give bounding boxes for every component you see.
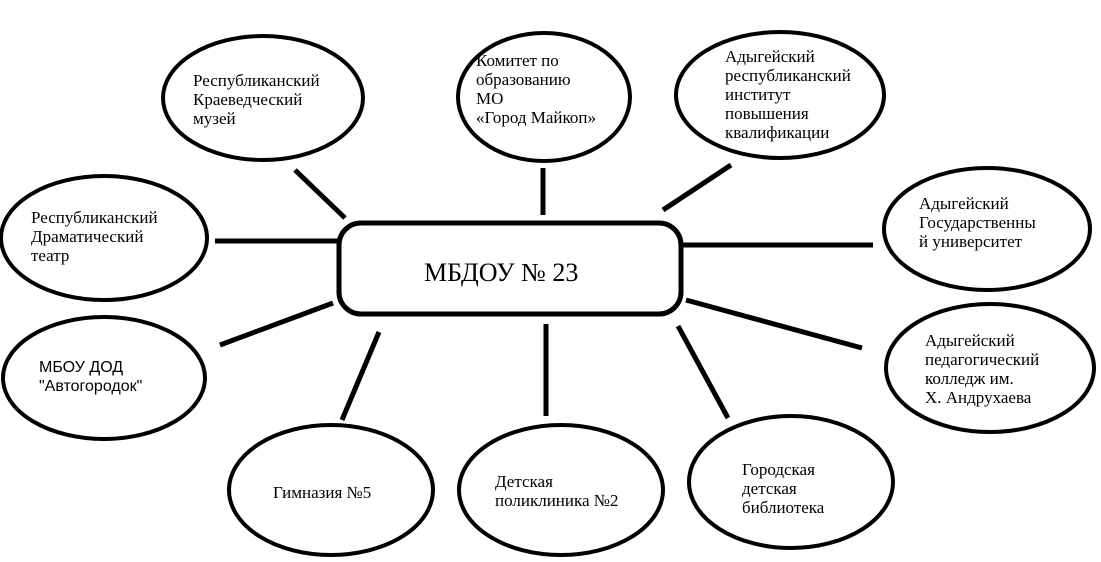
connector-pedagogical-college [685, 297, 863, 351]
node-library-ellipse [687, 414, 895, 550]
node-pedagogical-college-label: Адыгейский педагогический колледж им. Х.… [925, 331, 1040, 407]
node-avtogorodok-label: МБОУ ДОД "Автогородок" [39, 359, 143, 395]
node-gymnasium-label: Гимназия №5 [273, 483, 372, 502]
node-library-label: Городская детская библиотека [742, 460, 825, 517]
node-adyghe-university-label: Адыгейский Государственны й университет [919, 194, 1036, 251]
connector-museum [293, 168, 347, 220]
node-education-committee-ellipse [456, 31, 632, 163]
connector-library [675, 324, 731, 420]
connector-avtogorodok [219, 300, 334, 348]
node-drama-theatre-label: Республиканский Драматический театр [31, 208, 158, 265]
node-polyclinic-label: Детская поликлиника №2 [495, 472, 619, 510]
center-label: МБДОУ № 23 [424, 258, 579, 287]
node-polyclinic-ellipse [457, 423, 665, 557]
node-museum-label: Республиканский Краеведческий музей [193, 71, 320, 128]
connector-gymnasium [339, 331, 382, 421]
node-drama-theatre-ellipse [0, 174, 209, 302]
node-avtogorodok-ellipse [1, 315, 207, 441]
center-box [336, 220, 684, 317]
node-adyghe-university-ellipse [882, 166, 1092, 292]
connector-adyghe-institute [661, 162, 733, 213]
node-museum-ellipse [161, 34, 365, 162]
node-pedagogical-college-ellipse [884, 302, 1096, 434]
node-adyghe-institute-ellipse [674, 30, 886, 160]
node-adyghe-institute-label: Адыгейский республиканский институт повы… [725, 47, 851, 142]
node-education-committee-label: Комитет по образованию МО «Город Майкоп» [476, 51, 596, 127]
node-gymnasium-ellipse [227, 423, 435, 557]
